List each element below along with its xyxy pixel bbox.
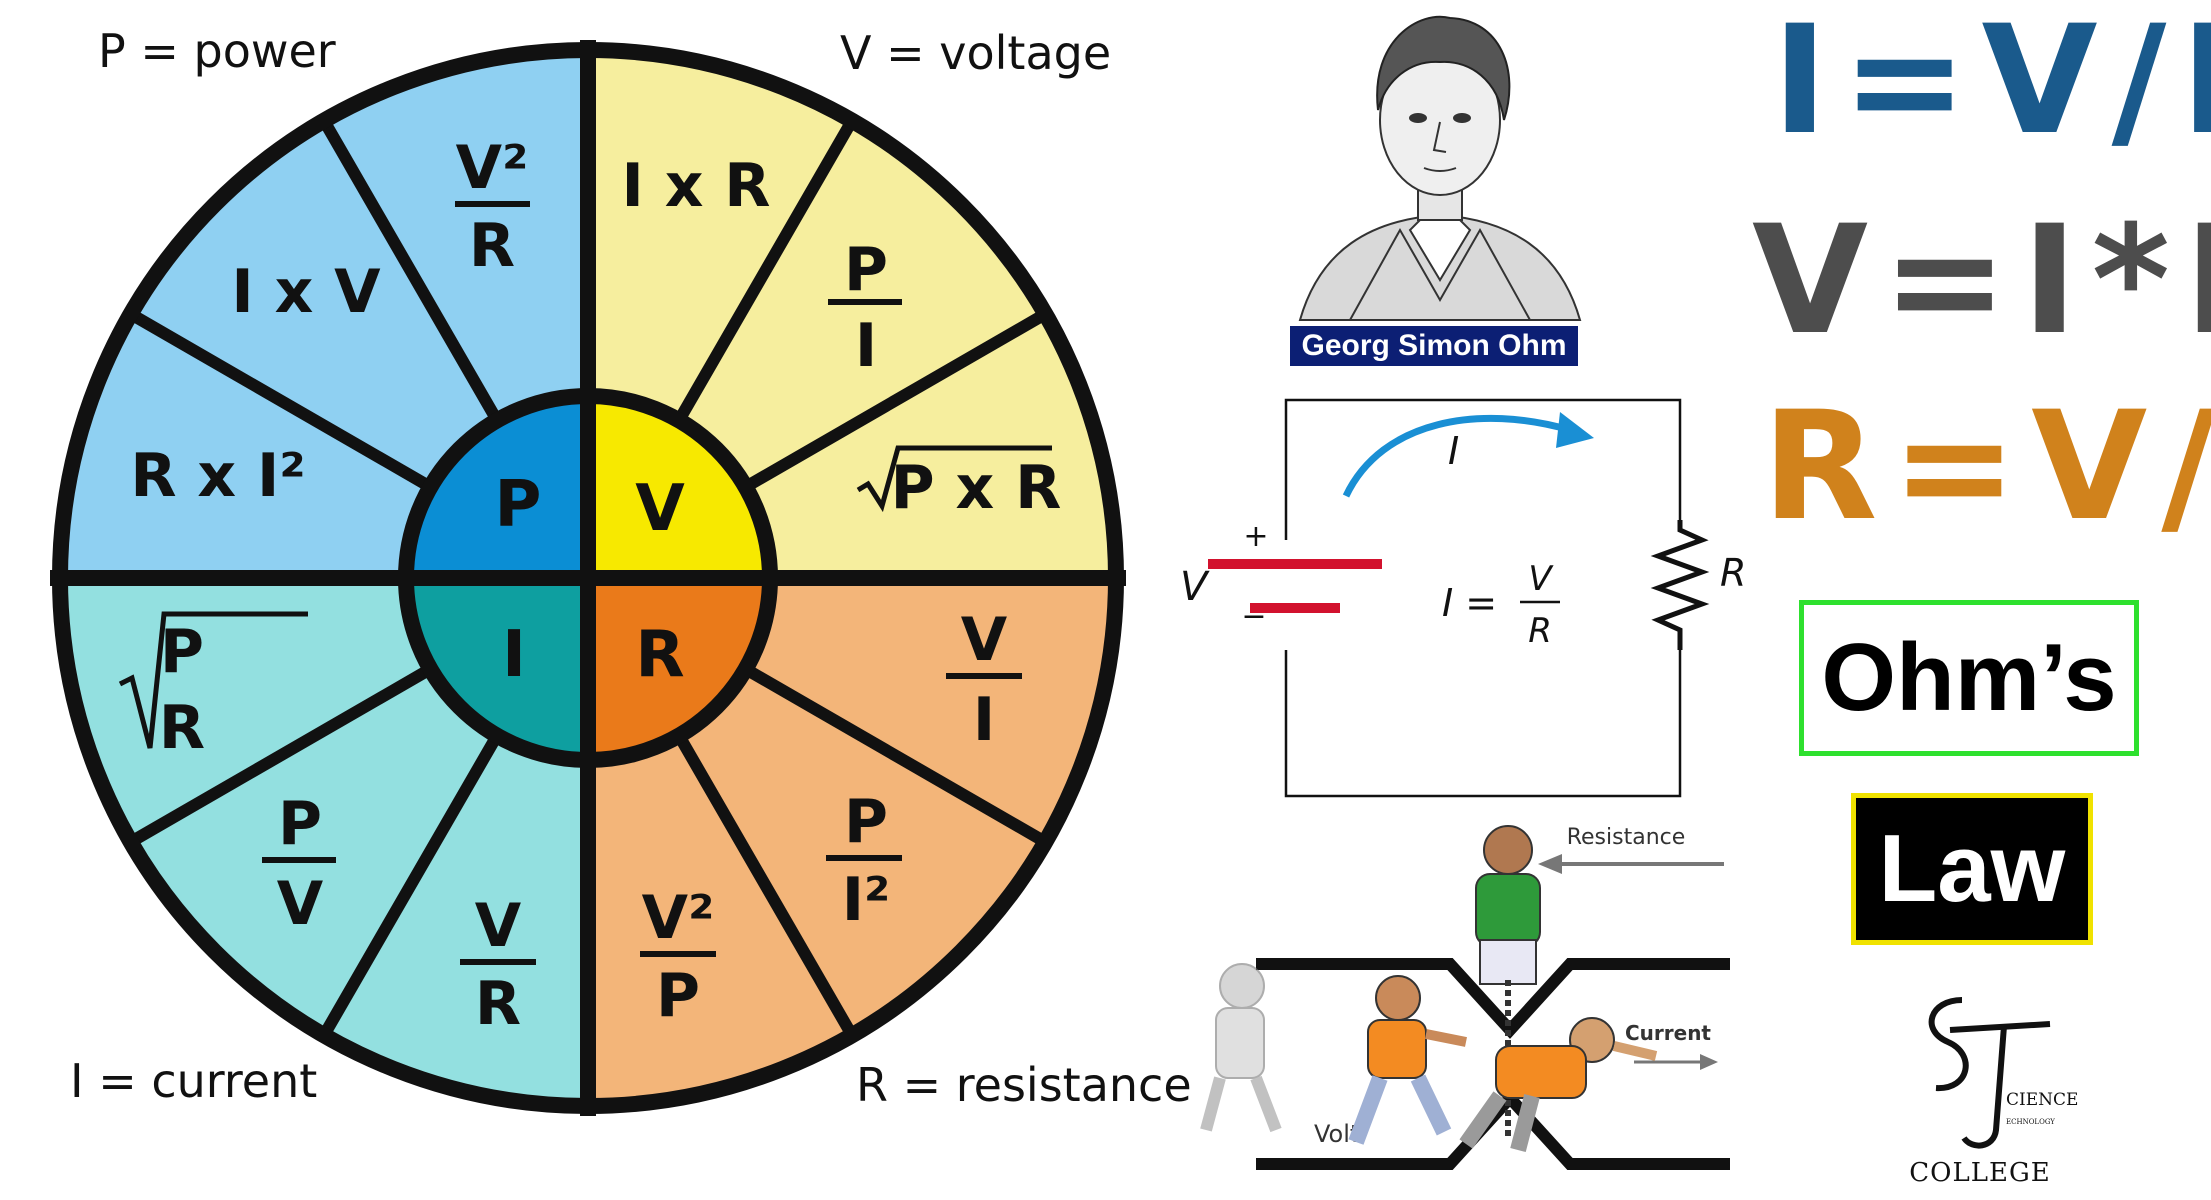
resistor-label: R	[1720, 551, 1746, 595]
equation-v-equals-i-times-r: V=I*R	[1752, 194, 2211, 368]
current-p-over-v-num: P	[278, 789, 322, 859]
wheel-spoke	[318, 732, 503, 1039]
resistance-sector-p-over-i2	[679, 669, 1046, 1036]
resistance-arrowhead	[1538, 854, 1562, 874]
resistance-sector-v2-over-p	[588, 735, 852, 1106]
law-title-text: Law	[1878, 815, 2066, 922]
label-voltage: V = voltage	[840, 26, 1112, 80]
current-label: I	[1448, 429, 1459, 473]
wheel-spoke	[742, 308, 1049, 493]
center-i-quadrant	[406, 578, 588, 760]
current-sector-p-over-v	[130, 669, 497, 1036]
current-arrow	[1342, 414, 1571, 498]
label-current: I = current	[70, 1054, 318, 1108]
ohms-title-text: Ohm’s	[1821, 624, 2117, 731]
current-p-over-v-den: V	[277, 869, 324, 939]
current-text: Current	[1625, 1021, 1711, 1045]
center-v-quadrant	[588, 396, 770, 578]
wheel-spoke	[318, 117, 503, 424]
wheel-spoke	[127, 308, 434, 493]
logo-line-science: CIENCE	[2006, 1090, 2079, 1110]
power-v2-over-r-den: R	[469, 211, 515, 281]
center-p-quadrant	[406, 396, 588, 578]
portrait-illustration	[1298, 15, 1582, 321]
power-i-times-v: I x V	[231, 257, 381, 327]
center-letter-v: V	[635, 472, 685, 546]
battery-minus: −	[1241, 599, 1266, 634]
resistance-p-over-i2-num: P	[844, 787, 888, 857]
resistor-symbol	[1650, 520, 1710, 650]
equation-i-equals-v-over-r: I=V/R	[1772, 0, 2211, 168]
wheel-spoke	[673, 732, 858, 1039]
battery-plus: +	[1243, 519, 1268, 554]
center-letter-p: P	[495, 468, 542, 542]
power-sector-i-times-v	[130, 120, 497, 487]
current-sqrt-sign	[118, 611, 308, 749]
current-sqrt-p-over-r-den: R	[159, 693, 205, 763]
voltage-sqrt-p-times-r: P x R	[891, 453, 1062, 523]
ohms-law-wheel: P V I R V² R I x V R x I² I x R P I P x …	[50, 40, 1126, 1116]
current-sector-sqrt-p-over-r	[60, 578, 431, 842]
resistance-cartoon: Resistance Current Volt	[1200, 825, 1730, 1170]
resistance-p-over-i2-den: I²	[842, 865, 891, 935]
resistance-sector-v-over-i	[745, 578, 1116, 842]
law-title-box: Law	[1851, 793, 2093, 945]
resistance-v-over-i-num: V	[961, 605, 1008, 675]
power-sector-v2-over-r	[324, 50, 588, 421]
current-arrowhead	[1556, 412, 1594, 448]
circuit-diagram: + − V R I I = V R	[1180, 398, 1746, 798]
voltage-sqrt-sign	[856, 445, 1052, 513]
ohms-title-box: Ohm’s	[1799, 600, 2139, 756]
center-r-quadrant	[588, 578, 770, 760]
logo-line-college: COLLEGE	[1909, 1158, 2051, 1188]
power-r-times-i2: R x I²	[130, 441, 305, 511]
wheel-spoke	[127, 663, 434, 848]
current-v-over-r-num: V	[475, 891, 522, 961]
wheel-center	[50, 40, 1126, 1116]
resistance-v2-over-p-num: V²	[642, 883, 715, 953]
formula-num: V	[1528, 559, 1554, 599]
current-sqrt-p-over-r-num: P	[160, 617, 204, 687]
formula-den: R	[1528, 611, 1552, 651]
logo-line-technology: ECHNOLOGY	[2006, 1118, 2055, 1126]
equation-r-equals-v-over-i: R=V/I	[1762, 380, 2211, 554]
center-letter-i: I	[502, 618, 526, 692]
ghost-figure	[1200, 963, 1282, 1133]
wheel-spokes	[127, 117, 1049, 1039]
resistance-figure	[1475, 825, 1541, 1140]
current-sector-v-over-r	[324, 735, 588, 1106]
power-v2-over-r-num: V²	[456, 133, 529, 203]
resistance-v2-over-p-den: P	[656, 961, 700, 1031]
voltage-p-over-i-num: P	[844, 235, 888, 305]
portrait-caption: Georg Simon Ohm	[1290, 326, 1578, 366]
voltage-label: V	[1180, 564, 1210, 610]
current-arrowhead-small	[1700, 1054, 1718, 1070]
label-resistance: R = resistance	[856, 1058, 1192, 1112]
resistance-v-over-i-den: I	[973, 685, 995, 755]
wheel-spoke	[673, 117, 858, 424]
power-sector-r-times-i2	[60, 314, 431, 578]
voltage-figure	[1348, 975, 1467, 1145]
resistance-text: Resistance	[1567, 825, 1686, 850]
current-figure	[1459, 1017, 1658, 1153]
center-letter-r: R	[635, 618, 684, 692]
science-technology-college-logo: CIENCE ECHNOLOGY COLLEGE	[1900, 990, 2078, 1190]
voltage-i-times-r: I x R	[621, 151, 770, 221]
current-v-over-r-den: R	[475, 969, 521, 1039]
voltage-p-over-i-den: I	[855, 311, 877, 381]
label-power: P = power	[98, 24, 336, 78]
voltage-sector-i-times-r	[588, 50, 852, 421]
ohm-portrait: Georg Simon Ohm	[1290, 0, 1590, 366]
logo-monogram	[1928, 997, 2051, 1149]
formula-lhs: I =	[1442, 581, 1497, 625]
wheel-spoke	[742, 663, 1049, 848]
